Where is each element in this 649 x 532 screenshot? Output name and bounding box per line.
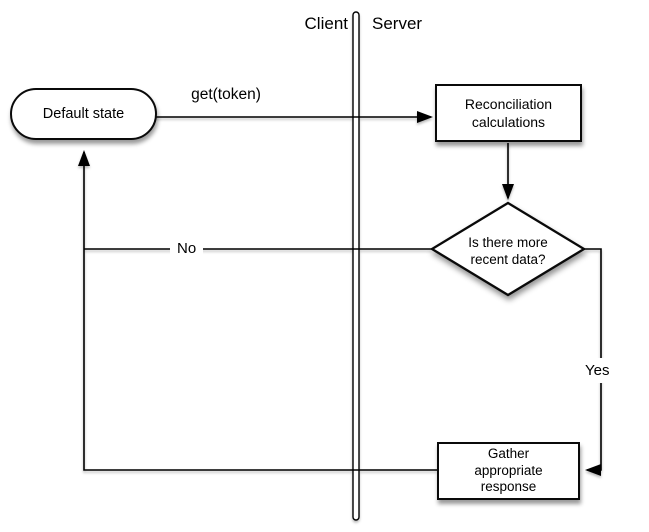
lane-label-server: Server: [372, 14, 423, 33]
node-gather-response: Gather appropriate response: [437, 442, 580, 500]
decision-diamond-shape: [429, 201, 587, 297]
node-default-state: Default state: [10, 88, 157, 140]
edge-label-no: No: [170, 240, 204, 257]
lane-label-client: Client: [304, 14, 348, 33]
edge-label-get-token: get(token): [191, 86, 261, 103]
edge-return-to-default-line: [78, 150, 437, 471]
client-server-divider: [352, 11, 360, 521]
edge-label-yes: Yes: [584, 358, 611, 383]
node-reconciliation-calculations: Reconciliation calculations: [435, 84, 582, 142]
node-decision-label: Is there more recent data?: [468, 235, 548, 267]
